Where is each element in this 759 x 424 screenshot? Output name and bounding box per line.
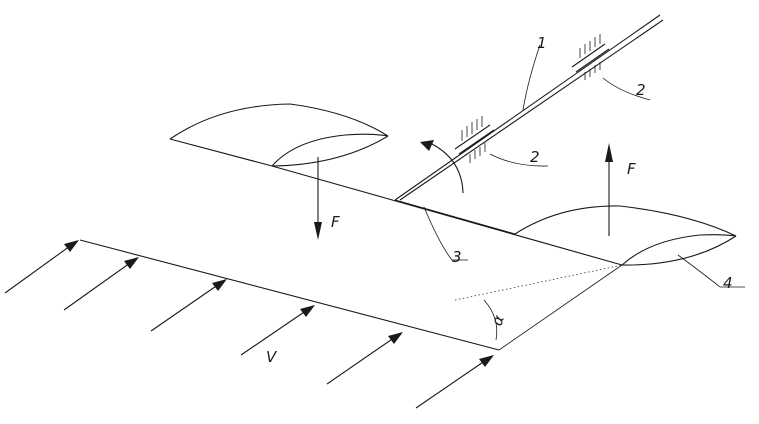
bearing-upper — [571, 34, 610, 80]
label-force-right: F — [627, 160, 636, 178]
blade-right — [514, 205, 737, 266]
label-part-2-upper: 2 — [636, 81, 646, 99]
label-force-left: F — [331, 213, 340, 231]
force-arrow-right — [605, 143, 613, 236]
rotation-arrow — [420, 140, 464, 194]
angle-construction — [454, 264, 623, 351]
flow-base-line — [79, 239, 500, 351]
label-part-2-lower: 2 — [530, 148, 540, 166]
label-part-1: 1 — [537, 34, 547, 52]
flow-arrows — [4, 240, 494, 409]
bearing-lower — [454, 116, 495, 163]
blade-left — [169, 103, 389, 167]
label-part-3: 3 — [452, 248, 462, 266]
shaft — [394, 14, 664, 201]
force-arrow-left — [314, 157, 322, 240]
label-part-4: 4 — [723, 274, 733, 292]
label-angle: α — [488, 313, 508, 329]
label-velocity: V — [266, 348, 278, 366]
leader-lines — [423, 44, 745, 288]
beam — [169, 138, 623, 266]
